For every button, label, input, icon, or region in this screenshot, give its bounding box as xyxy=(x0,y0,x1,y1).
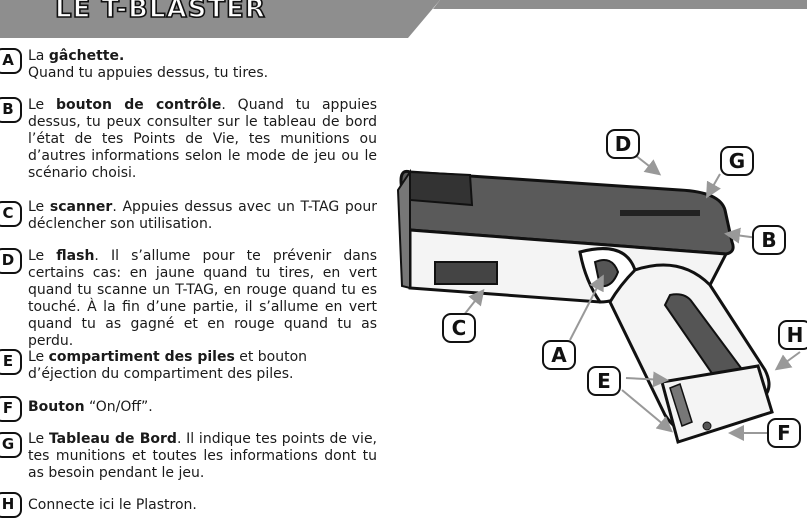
item-d-term: flash xyxy=(56,248,95,264)
badge-e: E xyxy=(0,349,22,375)
badge-a: A xyxy=(0,48,22,74)
item-a-term: gâchette. xyxy=(48,48,125,64)
badge-d: D xyxy=(0,248,22,274)
diagram-label-d: D xyxy=(606,129,640,159)
item-a-pre: La xyxy=(28,48,49,64)
item-g-desc: . Il indique tes points de vie, tes muni… xyxy=(28,431,378,481)
item-d-pre: Le xyxy=(28,248,57,264)
diagram-label-c: C xyxy=(442,313,476,343)
item-e-pre: Le xyxy=(28,349,49,365)
item-d: Le flash. Il s’allume pour te prévenir d… xyxy=(28,248,377,350)
item-h: Connecte ici le Plastron. xyxy=(28,497,377,514)
badge-c: C xyxy=(0,201,22,227)
item-b-term: bouton de contrôle xyxy=(56,97,222,113)
item-f-desc: “On/Off”. xyxy=(84,399,153,415)
item-h-desc: Connecte ici le Plastron. xyxy=(28,497,197,513)
item-f-term: Bouton xyxy=(28,399,85,415)
t-blaster-illustration xyxy=(396,154,801,444)
diagram-label-f: F xyxy=(767,418,801,448)
badge-b: B xyxy=(0,97,22,123)
badge-g: G xyxy=(0,432,22,458)
item-b-pre: Le xyxy=(28,97,57,113)
item-e-desc: et bouton d’éjection du compartiment des… xyxy=(28,349,308,382)
diagram-label-a: A xyxy=(542,340,576,370)
item-c: Le scanner. Appuies dessus avec un T-TAG… xyxy=(28,199,377,233)
diagram-label-e: E xyxy=(587,366,621,396)
item-g-pre: Le xyxy=(28,431,49,447)
item-e: Le compartiment des piles et bouton d’éj… xyxy=(28,349,318,383)
item-d-desc: . Il s’allume pour te prévenir dans cert… xyxy=(28,248,378,349)
item-c-term: scanner xyxy=(49,199,113,215)
item-f: Bouton “On/Off”. xyxy=(28,399,377,416)
diagram-label-g: G xyxy=(720,146,754,176)
item-c-pre: Le xyxy=(28,199,50,215)
diagram-label-b: B xyxy=(752,225,786,255)
item-c-desc: . Appuies dessus avec un T-TAG pour décl… xyxy=(28,199,377,232)
item-b-desc: . Quand tu appuies dessus, tu peux consu… xyxy=(28,97,377,181)
item-g-term: Tableau de Bord xyxy=(48,431,177,447)
badge-f: F xyxy=(0,396,22,422)
page-title: LE T-BLASTER xyxy=(54,0,266,25)
item-b: Le bouton de contrôle. Quand tu appuies … xyxy=(28,97,377,182)
item-a: La gâchette. Quand tu appuies dessus, tu… xyxy=(28,48,377,82)
item-e-term: compartiment des piles xyxy=(48,349,235,365)
item-a-desc: Quand tu appuies dessus, tu tires. xyxy=(28,65,269,81)
item-g: Le Tableau de Bord. Il indique tes point… xyxy=(28,431,377,482)
diagram-label-h: H xyxy=(778,320,807,350)
header-banner xyxy=(0,0,807,38)
badge-h: H xyxy=(0,492,22,518)
